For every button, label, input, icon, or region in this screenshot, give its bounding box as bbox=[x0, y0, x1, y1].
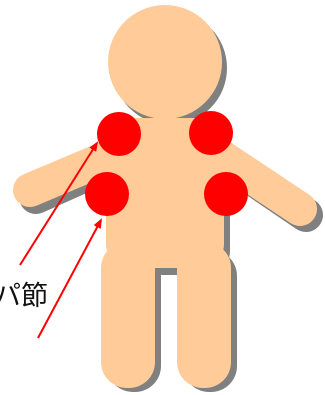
head bbox=[108, 5, 222, 119]
left-leg bbox=[101, 242, 155, 388]
lymph-node-lower-right bbox=[204, 172, 248, 216]
lymph-node-lower-left bbox=[85, 172, 129, 216]
arrow-to-lower-node bbox=[38, 220, 101, 338]
figure-label: パ節 bbox=[0, 281, 48, 312]
right-leg bbox=[177, 242, 231, 388]
lymph-node-upper-right bbox=[189, 111, 233, 155]
lymph-node-upper-left bbox=[97, 112, 141, 156]
